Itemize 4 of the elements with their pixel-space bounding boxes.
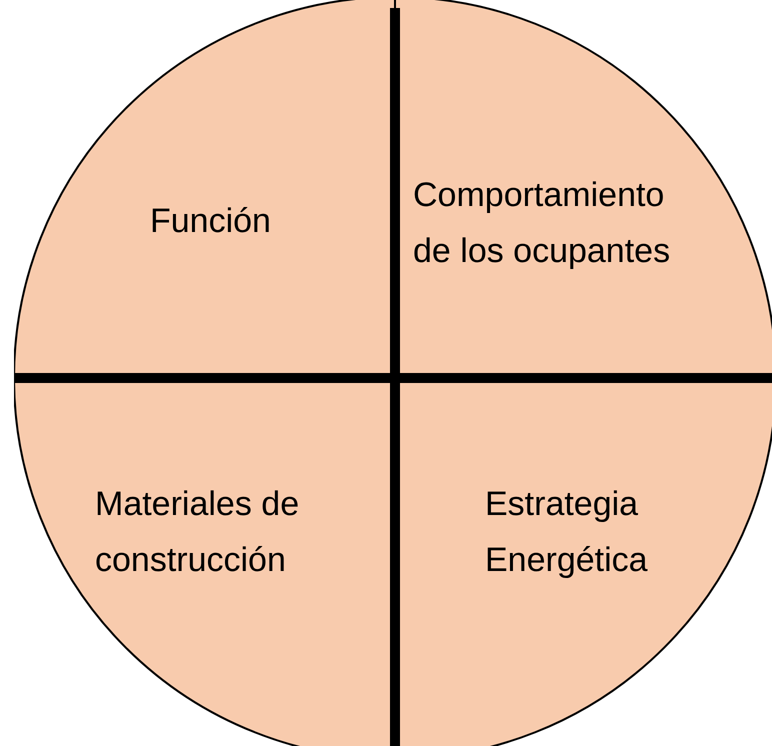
quadrant-label: Función xyxy=(150,201,272,242)
quadrant-label: Comportamiento de los ocupantes xyxy=(413,175,672,272)
quadrant-label: Materiales de construcción xyxy=(95,484,300,581)
quadrant-label: Estrategia Energética xyxy=(485,484,649,581)
